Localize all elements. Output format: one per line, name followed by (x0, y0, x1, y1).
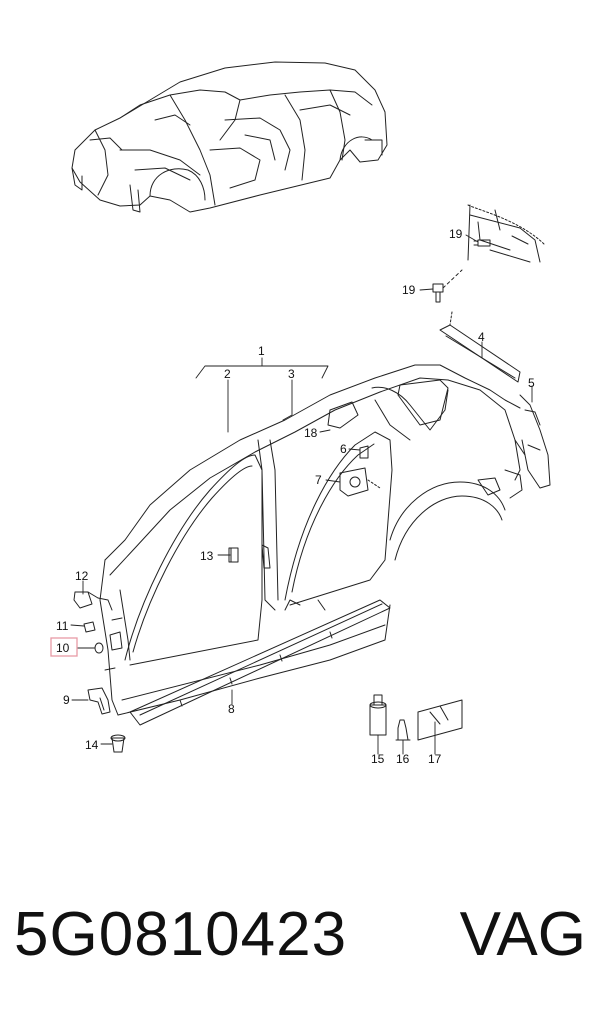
callout-13: 13 (200, 549, 214, 563)
rail-strip-4 (439, 311, 521, 383)
callout-15: 15 (371, 752, 385, 766)
bracket-9 (87, 687, 111, 715)
part-number-footer: 5G0810423 VAG (0, 880, 600, 990)
callout-1: 1 (258, 344, 265, 358)
sill-strip-8 (129, 599, 391, 726)
callout-12: 12 (75, 569, 89, 583)
clip-11 (83, 621, 96, 633)
callout-5: 5 (528, 376, 535, 390)
grommet-10 (94, 642, 104, 654)
callout-3: 3 (288, 367, 295, 381)
side-panel-outline (97, 364, 526, 716)
highlight-box-10 (50, 637, 78, 657)
callout-6: 6 (340, 442, 347, 456)
callout-17: 17 (428, 752, 442, 766)
callout-18: 18 (304, 426, 318, 440)
callout-9: 9 (63, 693, 70, 707)
callout-16: 16 (396, 752, 410, 766)
clip-13 (228, 547, 239, 563)
leader-lines (70, 234, 533, 755)
sheet-17 (417, 699, 463, 741)
plug-14 (110, 734, 126, 753)
callout-labels: 1 2 3 4 5 6 7 8 9 10 11 12 13 14 15 16 1… (56, 227, 535, 766)
cartridge-15 (369, 694, 387, 736)
callout-4: 4 (478, 330, 485, 344)
callout-19-upper: 19 (449, 227, 463, 241)
callout-19-lower: 19 (402, 283, 416, 297)
screw-19-lower (432, 269, 463, 303)
callout-10: 10 (56, 641, 70, 655)
callout-11: 11 (56, 619, 69, 633)
callout-7: 7 (315, 473, 322, 487)
callout-8: 8 (228, 702, 235, 716)
callout-2: 2 (224, 367, 231, 381)
bracket-12 (73, 591, 99, 609)
rear-bracket-5 (519, 394, 551, 489)
brand-name: VAG (459, 900, 586, 969)
callout-14: 14 (85, 738, 99, 752)
rear-pillar-detail (467, 204, 546, 263)
clip-6 (359, 445, 369, 459)
parts-diagram: 1 2 3 4 5 6 7 8 9 10 11 12 13 14 15 16 1… (50, 61, 551, 766)
body-shell-overview (71, 61, 388, 213)
nozzle-16 (395, 719, 411, 741)
bracket-7 (339, 467, 381, 497)
part-number: 5G0810423 (14, 900, 348, 969)
